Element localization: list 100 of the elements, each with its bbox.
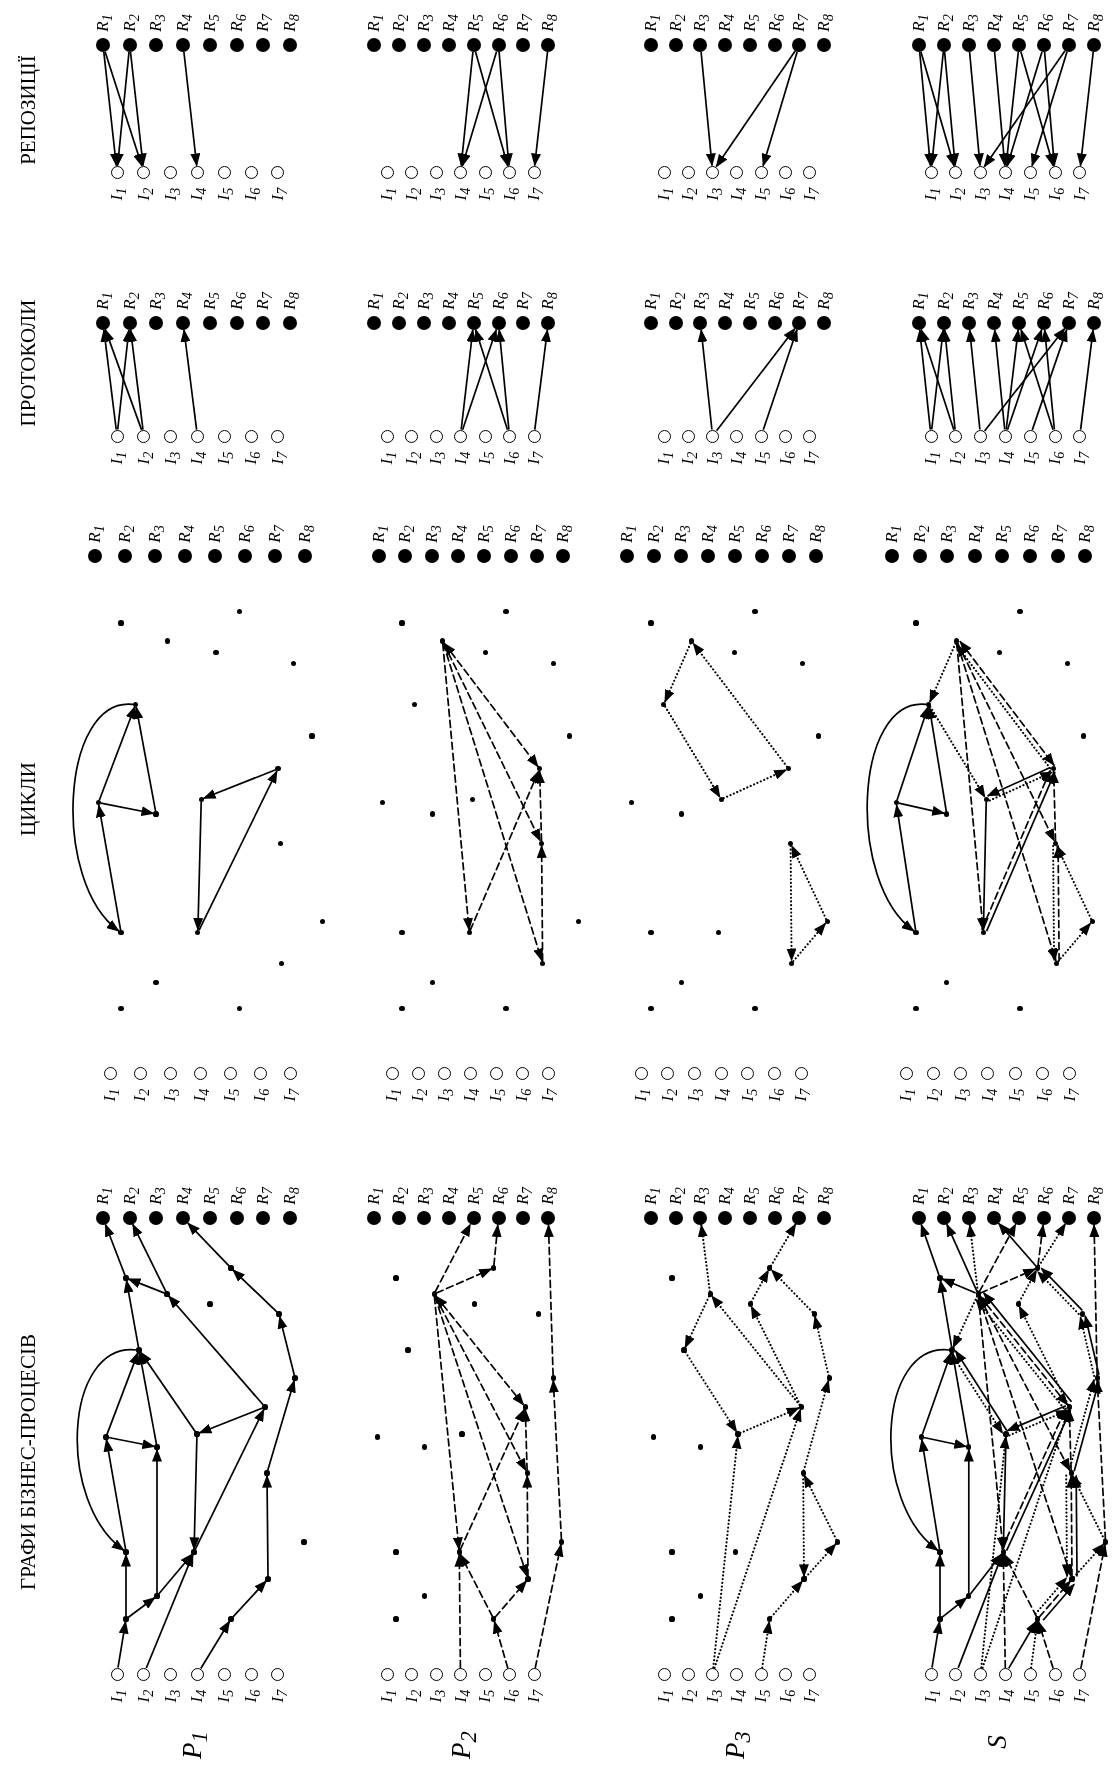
open-circle-node — [779, 1667, 792, 1681]
arrow — [127, 328, 144, 431]
point-node — [731, 649, 737, 655]
arrow — [434, 1295, 525, 1406]
arrow — [113, 51, 130, 167]
arrow — [103, 1438, 127, 1551]
filled-circle-node — [229, 316, 244, 330]
point-node — [237, 609, 243, 615]
arrow — [152, 1448, 162, 1595]
filled-circle-node — [529, 549, 544, 563]
point-node — [412, 701, 418, 707]
open-circle-node — [926, 1066, 940, 1080]
arrow — [1007, 1620, 1038, 1670]
open-circle-node — [405, 165, 418, 179]
open-circle-node — [429, 429, 443, 443]
point-node — [535, 1311, 541, 1317]
arrow — [1036, 1223, 1047, 1267]
arrow — [494, 1580, 528, 1618]
open-circle-node — [899, 1066, 913, 1080]
point-node — [456, 1549, 462, 1555]
filled-circle-node — [742, 316, 757, 330]
arrow — [1043, 51, 1059, 167]
point-node — [503, 1005, 509, 1011]
open-circle-node — [110, 165, 124, 179]
open-circle-node — [217, 1667, 231, 1681]
point-node — [718, 796, 724, 802]
arrow — [715, 49, 797, 168]
open-circle-node — [681, 429, 695, 443]
point-node — [195, 930, 201, 936]
open-circle-node — [706, 165, 720, 179]
arrow — [495, 329, 510, 431]
arrow — [722, 768, 788, 800]
point-node — [669, 1275, 675, 1281]
arrow — [920, 50, 956, 167]
arrow — [459, 1408, 526, 1551]
open-circle-node — [163, 1066, 177, 1080]
point-node — [913, 620, 919, 626]
arrow — [469, 770, 540, 932]
arrow — [100, 328, 118, 431]
point-node — [815, 733, 821, 739]
point-node — [164, 638, 170, 644]
filled-circle-node — [282, 38, 297, 52]
open-circle-node — [1008, 1066, 1022, 1080]
open-circle-node — [515, 1066, 529, 1080]
point-node — [539, 840, 545, 846]
point-node — [735, 1431, 741, 1437]
arrow — [1055, 844, 1093, 921]
open-circle-node — [503, 429, 516, 443]
open-circle-node — [503, 1667, 516, 1681]
arrow — [520, 1408, 531, 1472]
point-node — [893, 800, 899, 806]
open-circle-node — [1073, 165, 1087, 179]
arrow — [434, 1295, 529, 1578]
point-node — [459, 1431, 465, 1437]
arrow — [918, 1438, 941, 1551]
open-circle-node — [657, 429, 671, 443]
point-node — [228, 1616, 234, 1622]
point-node — [1102, 1539, 1109, 1545]
arrow — [941, 1278, 977, 1294]
arrow — [180, 328, 198, 431]
point-node — [698, 1444, 704, 1450]
filled-circle-node — [937, 38, 951, 52]
point-node — [550, 661, 557, 667]
arrow — [963, 1448, 974, 1595]
filled-circle-node — [202, 316, 217, 330]
open-circle-node — [271, 429, 285, 443]
arrow — [761, 1620, 773, 1669]
filled-circle-node — [372, 549, 386, 563]
filled-circle-node — [202, 1211, 217, 1225]
filled-circle-node — [912, 316, 926, 330]
column-heading: ПРОТОКОЛИ — [17, 299, 39, 427]
filled-circle-node — [122, 38, 137, 52]
filled-circle-node — [987, 38, 1001, 52]
point-node — [405, 1347, 411, 1353]
point-node — [752, 609, 758, 615]
open-circle-node — [998, 429, 1012, 443]
arrow — [983, 49, 1066, 168]
arrow — [1089, 1224, 1100, 1377]
filled-circle-node — [937, 316, 951, 330]
arrow — [1003, 1553, 1038, 1618]
open-circle-node — [803, 429, 817, 443]
point-node — [799, 661, 806, 667]
arrow — [931, 1620, 943, 1669]
point-node — [469, 796, 475, 802]
arrow — [136, 1351, 158, 1446]
arrow — [434, 1223, 472, 1293]
point-node — [379, 800, 385, 806]
arrow — [202, 768, 277, 800]
arrow — [713, 1408, 802, 1669]
arrow — [454, 1553, 465, 1669]
arrow — [935, 1553, 945, 1618]
open-circle-node — [437, 1066, 451, 1080]
arrow — [189, 1435, 200, 1551]
point-node — [213, 649, 219, 655]
point-node — [1089, 918, 1095, 924]
filled-circle-node — [718, 316, 733, 330]
point-node — [558, 1539, 565, 1545]
filled-circle-node — [1023, 549, 1037, 563]
arrow — [145, 1553, 194, 1669]
open-circle-node — [634, 1066, 648, 1080]
